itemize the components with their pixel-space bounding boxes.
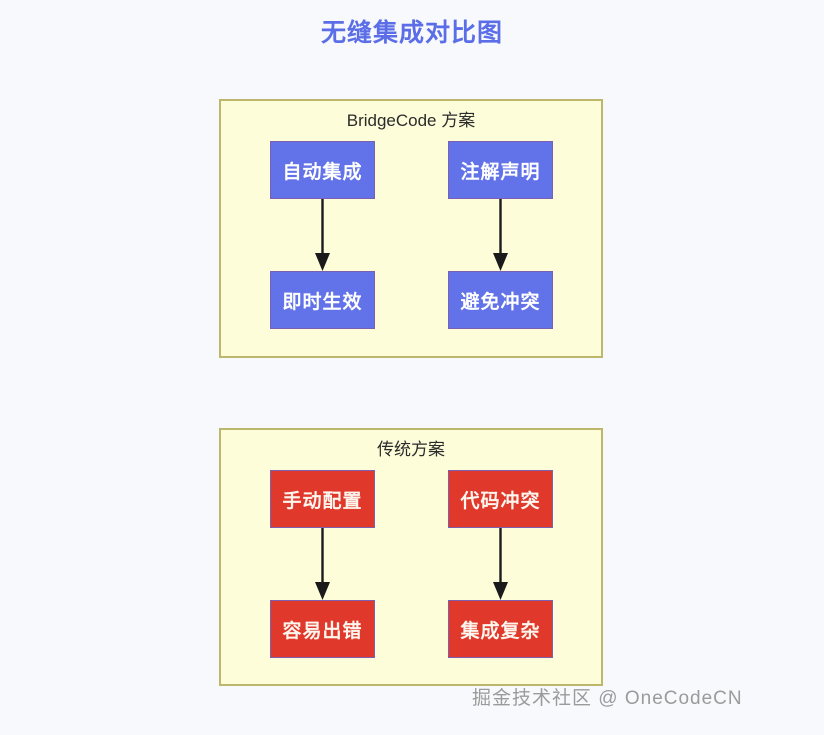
watermark: 掘金技术社区 @ OneCodeCN: [472, 688, 743, 709]
cluster-bridgecode: BridgeCode 方案 自动集成 注解声明 即时生效 避免冲突: [219, 99, 603, 358]
cluster-traditional-label: 传统方案: [377, 440, 445, 459]
node-error-prone[interactable]: 容易出错: [270, 600, 375, 658]
page-title: 无缝集成对比图: [320, 19, 503, 47]
edge-auto-integration-to-instant-effect: [315, 199, 330, 271]
node-auto-integration[interactable]: 自动集成: [270, 141, 375, 199]
node-instant-effect[interactable]: 即时生效: [270, 271, 375, 329]
cluster-traditional: 传统方案 手动配置 代码冲突 容易出错 集成复杂: [219, 428, 603, 686]
edge-code-conflict-to-complex-integration: [493, 528, 508, 600]
cluster-bridgecode-label: BridgeCode 方案: [346, 111, 476, 130]
node-annotation-declaration[interactable]: 注解声明: [448, 141, 553, 199]
edge-annotation-declaration-to-avoid-conflict: [493, 199, 508, 271]
node-code-conflict[interactable]: 代码冲突: [448, 470, 553, 528]
node-complex-integration[interactable]: 集成复杂: [448, 600, 553, 658]
edge-manual-config-to-error-prone: [315, 528, 330, 600]
node-avoid-conflict[interactable]: 避免冲突: [448, 271, 553, 329]
node-manual-config[interactable]: 手动配置: [270, 470, 375, 528]
